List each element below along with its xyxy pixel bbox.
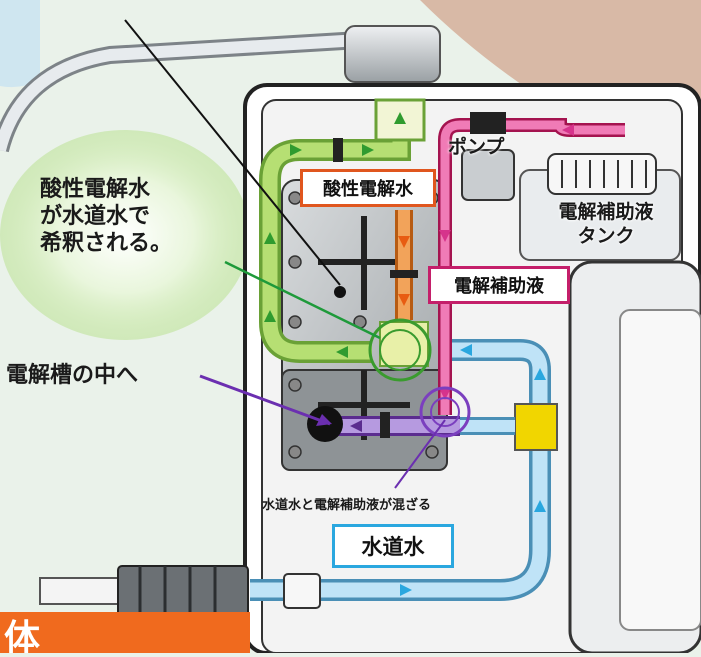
banner xyxy=(0,612,250,653)
mixing-highlight xyxy=(419,386,471,438)
sensor-dot xyxy=(334,286,346,298)
mix-clamp xyxy=(380,412,390,438)
hose-connector xyxy=(344,25,441,83)
acid-clamp xyxy=(333,138,343,162)
supply-hose-highlight xyxy=(0,34,361,152)
dilution-line3: 希釈される。 xyxy=(40,231,173,256)
leader-into-cell-head xyxy=(316,414,332,426)
top-left-panel xyxy=(0,0,40,88)
aux-liquid-label-text: 電解補助液 xyxy=(454,276,544,297)
inlet-pipe xyxy=(39,577,121,605)
inlet-nut xyxy=(283,573,321,609)
side-casing-window xyxy=(619,309,701,631)
leader-mixing xyxy=(394,419,446,489)
leader-top xyxy=(124,19,341,286)
tap-water-label: 水道水 xyxy=(332,524,454,568)
mixing-label: 水道水と電解補助液が混ざる xyxy=(262,498,432,513)
pump-body xyxy=(461,149,515,201)
dilution-line1: 酸性電解水 xyxy=(40,177,151,202)
tap-water-label-text: 水道水 xyxy=(361,535,425,559)
electrode-cross-upper xyxy=(318,216,410,310)
pump-label: ポンプ xyxy=(448,136,505,158)
into-cell-label: 電解槽の中へ xyxy=(6,363,139,388)
acid-water-label: 酸性電解水 xyxy=(300,169,436,207)
aux-tank-label-line2: タンク xyxy=(577,225,635,247)
cell-clamp xyxy=(390,270,418,278)
tap-pipe xyxy=(250,342,548,598)
aux-tank-cap xyxy=(547,153,657,195)
acid-flow-arrows xyxy=(264,112,406,358)
dilution-line2: が水道水で xyxy=(40,204,151,229)
dilution-highlight xyxy=(368,318,432,382)
aux-tank-label: 電解補助液 タンク xyxy=(536,200,676,248)
aux-tank-cap-ridges xyxy=(561,160,647,188)
mix-flow-arrows xyxy=(350,420,362,432)
leader-dilution xyxy=(224,260,381,340)
aux-liquid-label: 電解補助液 xyxy=(428,266,570,304)
explanation-glow xyxy=(0,130,250,340)
tap-tee-fitting xyxy=(514,403,558,451)
acid-water-label-text: 酸性電解水 xyxy=(323,179,413,200)
leader-into-cell xyxy=(199,374,331,426)
inlet-fitting-ridges xyxy=(138,566,217,618)
acid-outlet xyxy=(374,98,426,142)
banner-glyph: 体 xyxy=(4,618,40,653)
dilution-explanation: 酸性電解水 が水道水で 希釈される。 xyxy=(40,176,172,257)
dilution-highlight-inner xyxy=(379,329,421,371)
aux-tank-label-line1: 電解補助液 xyxy=(558,201,654,223)
aux-flow-arrows xyxy=(439,124,574,400)
pump-top xyxy=(470,112,506,134)
inlet-fitting xyxy=(117,565,249,619)
mixing-highlight-inner xyxy=(430,397,460,427)
cell-flow-arrows xyxy=(398,236,410,306)
